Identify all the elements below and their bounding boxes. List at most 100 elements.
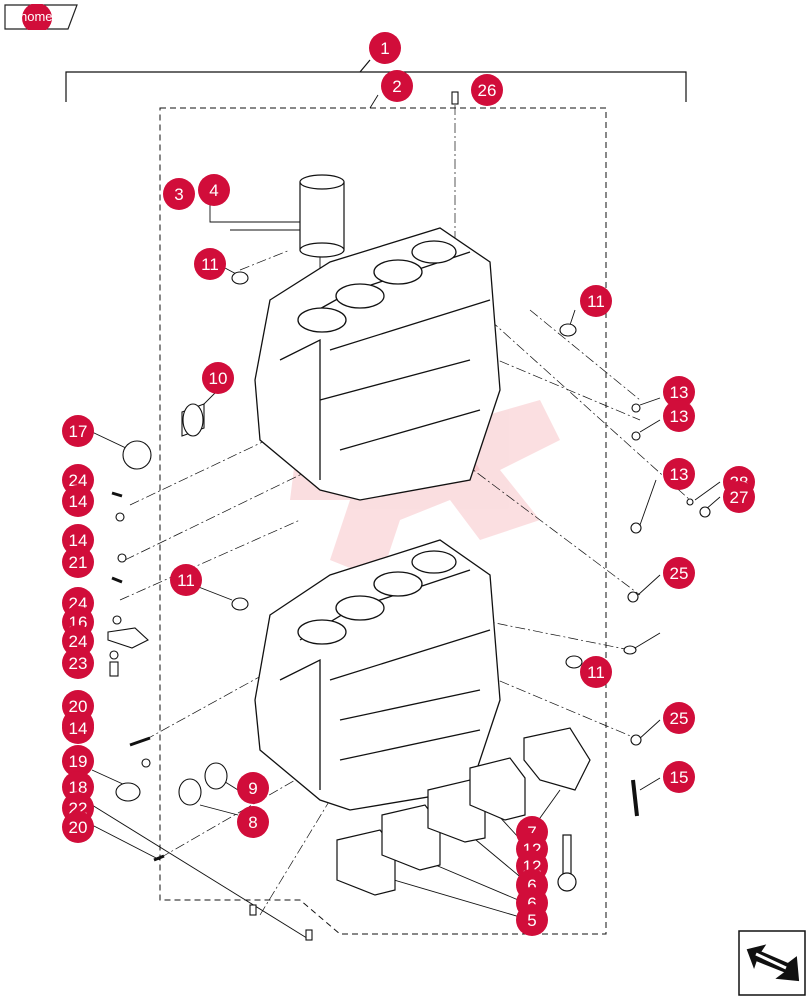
callout-3[interactable]: 3 <box>163 178 195 210</box>
callout-23[interactable]: 23 <box>62 647 94 679</box>
callout-26[interactable]: 26 <box>471 74 503 106</box>
callout-bubble <box>580 656 612 688</box>
callout-17[interactable]: 17 <box>62 415 94 447</box>
callout-bubble <box>237 806 269 838</box>
callout-bubble <box>62 625 94 657</box>
callout-4[interactable]: 4 <box>198 174 230 206</box>
home-label: home <box>20 9 53 24</box>
engine-block-upper <box>254 227 501 501</box>
callout-label: 13 <box>670 407 689 426</box>
callout-bubble <box>663 376 695 408</box>
callout-label: 13 <box>670 465 689 484</box>
callout-13[interactable]: 13 <box>663 458 695 490</box>
callout-bubble <box>663 761 695 793</box>
small-parts <box>107 91 711 941</box>
back-navigation-button[interactable] <box>738 930 806 996</box>
callout-14[interactable]: 14 <box>62 524 94 556</box>
callout-5[interactable]: 5 <box>516 904 548 936</box>
callout-label: 14 <box>69 719 88 738</box>
callout-label: 6 <box>527 894 536 913</box>
callout-label: 25 <box>670 709 689 728</box>
callout-label: 8 <box>248 813 257 832</box>
callout-20[interactable]: 20 <box>62 690 94 722</box>
callout-label: 11 <box>201 255 219 274</box>
callout-13[interactable]: 13 <box>663 376 695 408</box>
callout-label: 15 <box>670 768 689 787</box>
callout-label: 25 <box>670 564 689 583</box>
callout-20[interactable]: 20 <box>62 811 94 843</box>
engine-block-lower <box>254 539 501 811</box>
callout-11[interactable]: 11 <box>580 285 612 317</box>
callout-9[interactable]: 9 <box>237 772 269 804</box>
callout-21[interactable]: 21 <box>62 546 94 578</box>
callout-label: 17 <box>69 422 88 441</box>
callout-25[interactable]: 25 <box>663 557 695 589</box>
callout-label: 3 <box>174 185 183 204</box>
home-tab[interactable]: home <box>4 4 78 30</box>
home-tab-frame <box>4 4 78 30</box>
callout-label: 23 <box>69 654 88 673</box>
callout-label: 9 <box>248 779 257 798</box>
callout-label: 6 <box>527 876 536 895</box>
callout-bubble <box>62 524 94 556</box>
callout-label: 21 <box>69 553 88 572</box>
callout-label: 24 <box>69 471 88 490</box>
callout-label: 20 <box>69 818 88 837</box>
callout-label: 20 <box>69 697 88 716</box>
callout-15[interactable]: 15 <box>663 761 695 793</box>
callout-label: 7 <box>527 823 536 842</box>
callout-8[interactable]: 8 <box>237 806 269 838</box>
back-arrow-icon <box>738 930 806 996</box>
callout-11[interactable]: 11 <box>170 564 202 596</box>
callout-11[interactable]: 11 <box>580 656 612 688</box>
callout-bubble <box>198 174 230 206</box>
callout-bubble <box>62 415 94 447</box>
callout-bubble <box>194 248 226 280</box>
callout-11[interactable]: 11 <box>194 248 226 280</box>
callout-label: 11 <box>177 571 195 590</box>
callout-label: 5 <box>527 911 536 930</box>
cylinder-liner <box>299 174 345 258</box>
assembly-bracket <box>65 59 687 102</box>
callout-10[interactable]: 10 <box>202 362 234 394</box>
callout-label: 2 <box>392 77 401 96</box>
callout-bubble <box>62 546 94 578</box>
callout-bubble <box>663 400 695 432</box>
callout-14[interactable]: 14 <box>62 712 94 744</box>
callout-1[interactable]: 1 <box>369 32 401 64</box>
callout-bubble <box>62 690 94 722</box>
callout-bubble <box>381 70 413 102</box>
callout-bubble <box>170 564 202 596</box>
callout-bubble <box>62 647 94 679</box>
callout-label: 27 <box>730 488 749 507</box>
main-bearing-caps <box>336 727 591 896</box>
callout-bubble <box>163 178 195 210</box>
callout-label: 19 <box>69 752 88 771</box>
callout-bubble <box>663 702 695 734</box>
callout-13[interactable]: 13 <box>663 400 695 432</box>
callout-label: 11 <box>587 292 605 311</box>
callout-label: 14 <box>69 531 88 550</box>
callout-bubble <box>369 32 401 64</box>
callout-label: 10 <box>209 369 228 388</box>
callout-label: 4 <box>209 181 218 200</box>
callout-label: 13 <box>670 383 689 402</box>
subassembly-frame <box>159 107 607 935</box>
callout-25[interactable]: 25 <box>663 702 695 734</box>
callout-27[interactable]: 27 <box>723 481 755 513</box>
callout-19[interactable]: 19 <box>62 745 94 777</box>
callout-bubble <box>62 745 94 777</box>
callout-2[interactable]: 2 <box>381 70 413 102</box>
callout-bubble <box>663 557 695 589</box>
callout-bubble <box>580 285 612 317</box>
callout-label: 26 <box>478 81 497 100</box>
callout-bubble <box>516 904 548 936</box>
callout-bubble <box>723 481 755 513</box>
callout-layer: 1226341111101713131328272414142111252416… <box>62 32 755 936</box>
callout-bubble <box>62 712 94 744</box>
callout-24[interactable]: 24 <box>62 625 94 657</box>
callout-label: 14 <box>69 492 88 511</box>
callout-14[interactable]: 14 <box>62 485 94 517</box>
callout-label: 18 <box>69 778 88 797</box>
